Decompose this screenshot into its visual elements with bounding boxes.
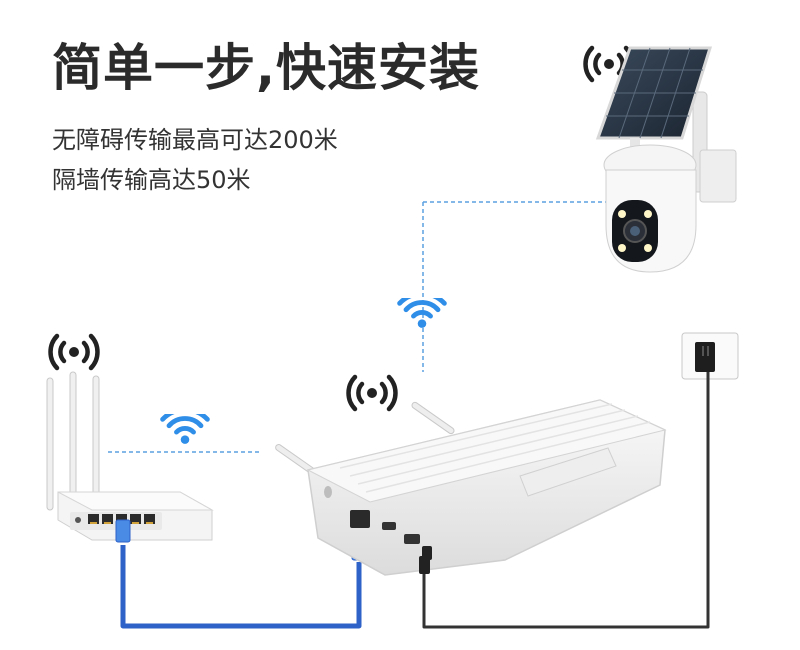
power-outlet-device [681, 332, 739, 380]
solar-panel [595, 46, 713, 140]
broadcast-signal-icon [51, 336, 98, 368]
feature-line-distance: 无障碍传输最高可达200米 [52, 126, 338, 154]
wireless-link-lines [108, 201, 620, 453]
power-cable [419, 372, 710, 629]
feature-line-wall: 隔墙传输高达50米 [52, 166, 251, 194]
wifi-icon [400, 294, 445, 328]
wifi-icon [163, 410, 208, 444]
nvr-recorder-device [275, 399, 667, 576]
router-device [46, 371, 214, 541]
solar-camera-device [595, 46, 737, 273]
page-headline: 简单一步,快速安装 [52, 39, 480, 97]
broadcast-signal-icon [349, 377, 396, 409]
